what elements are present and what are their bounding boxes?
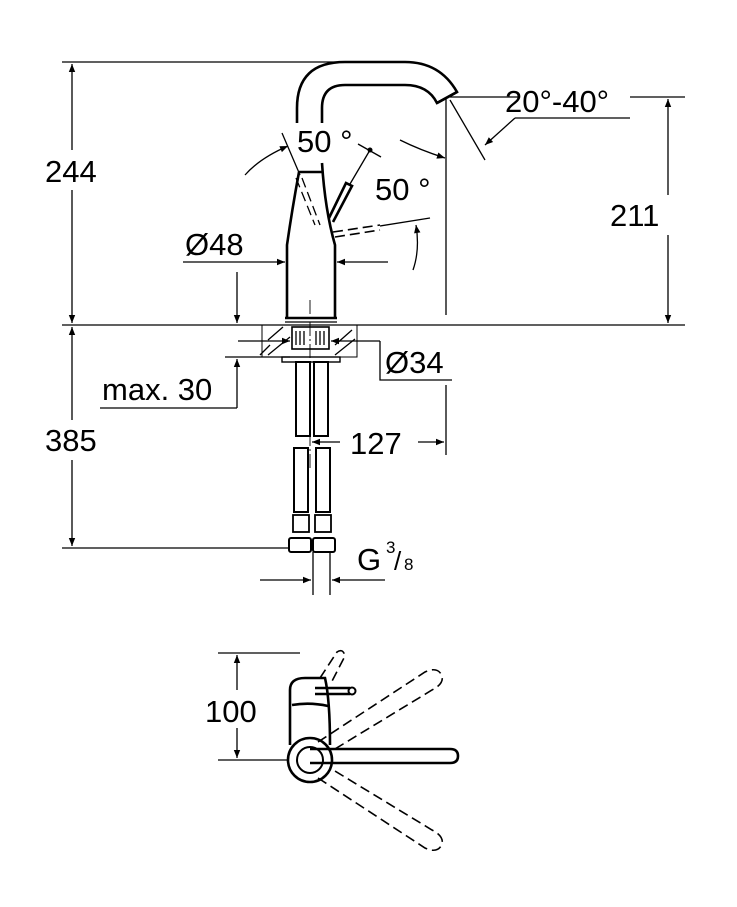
connection-denominator: 8: [404, 555, 413, 574]
handle-angle-top-label: 50 °: [297, 124, 353, 159]
dimension-spout-projection: 127: [312, 385, 447, 461]
hose-length-label: 385: [45, 423, 97, 458]
dimension-total-height: 244: [40, 64, 110, 323]
plan-depth-label: 100: [205, 694, 257, 729]
dimension-connection-thread: G 3 / 8: [260, 538, 413, 584]
dimension-spout-height: 211: [605, 99, 690, 323]
hole-diameter-label: Ø34: [385, 345, 444, 380]
spout-height-label: 211: [610, 198, 659, 233]
dimension-max-thickness: max. 30: [100, 356, 290, 409]
spout: [295, 60, 459, 123]
dimension-body-diameter: Ø48: [183, 227, 388, 323]
countertop-section: [259, 324, 358, 363]
dimension-hose-length: 385: [40, 327, 110, 546]
faucet-body: [285, 162, 337, 323]
handle: 50 ° 50 °: [244, 124, 431, 271]
body-diameter-label: Ø48: [185, 227, 244, 262]
connection-numerator: 3: [386, 538, 395, 557]
handle-angle-side-label: 50 °: [375, 172, 431, 207]
connection-letter: G: [357, 542, 381, 577]
dimension-swivel-angle: 20°-40°: [399, 84, 630, 161]
supply-hoses: [288, 300, 336, 595]
total-height-label: 244: [45, 154, 97, 189]
swivel-angle-label: 20°-40°: [505, 84, 609, 119]
max-thickness-label: max. 30: [102, 372, 212, 407]
fraction-slash: /: [394, 546, 402, 576]
dimension-hole-diameter: Ø34: [238, 337, 452, 381]
plan-view: 100: [200, 649, 460, 852]
spout-projection-label: 127: [350, 426, 402, 461]
reference-lines: [62, 61, 685, 549]
